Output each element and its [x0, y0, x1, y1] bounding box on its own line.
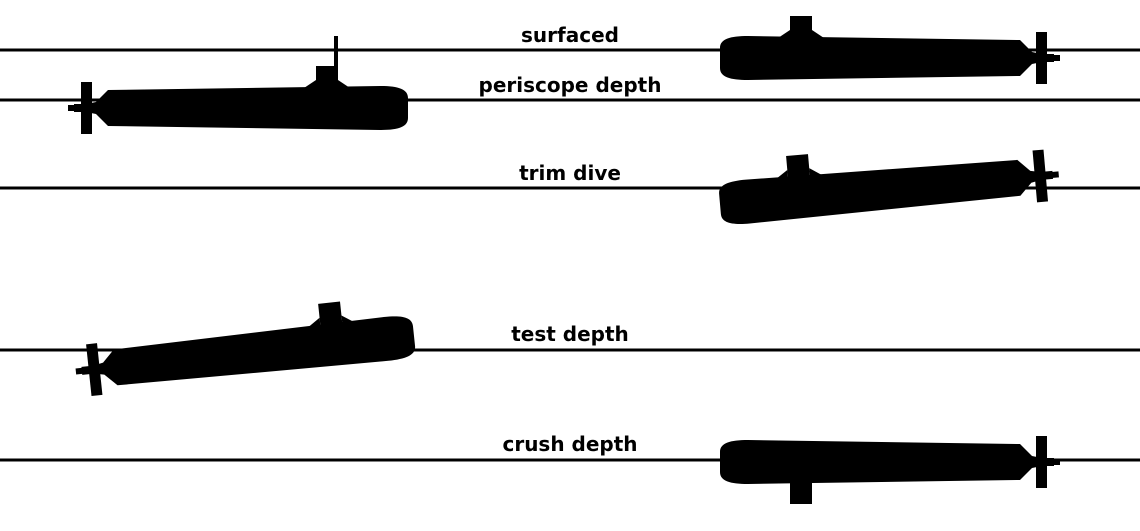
label-periscope-depth: periscope depth — [479, 73, 662, 97]
label-test-depth: test depth — [511, 322, 629, 346]
submarine-trim-dive — [716, 132, 1061, 230]
periscope-mast-icon — [334, 36, 338, 70]
submarine-test-depth — [71, 294, 417, 398]
label-surfaced: surfaced — [521, 23, 619, 47]
submarine-crush-depth — [720, 436, 1060, 504]
submarine-periscope-depth — [68, 36, 408, 134]
label-trim-dive: trim dive — [519, 161, 621, 185]
submarine-surfaced — [720, 16, 1060, 84]
label-crush-depth: crush depth — [502, 432, 637, 456]
